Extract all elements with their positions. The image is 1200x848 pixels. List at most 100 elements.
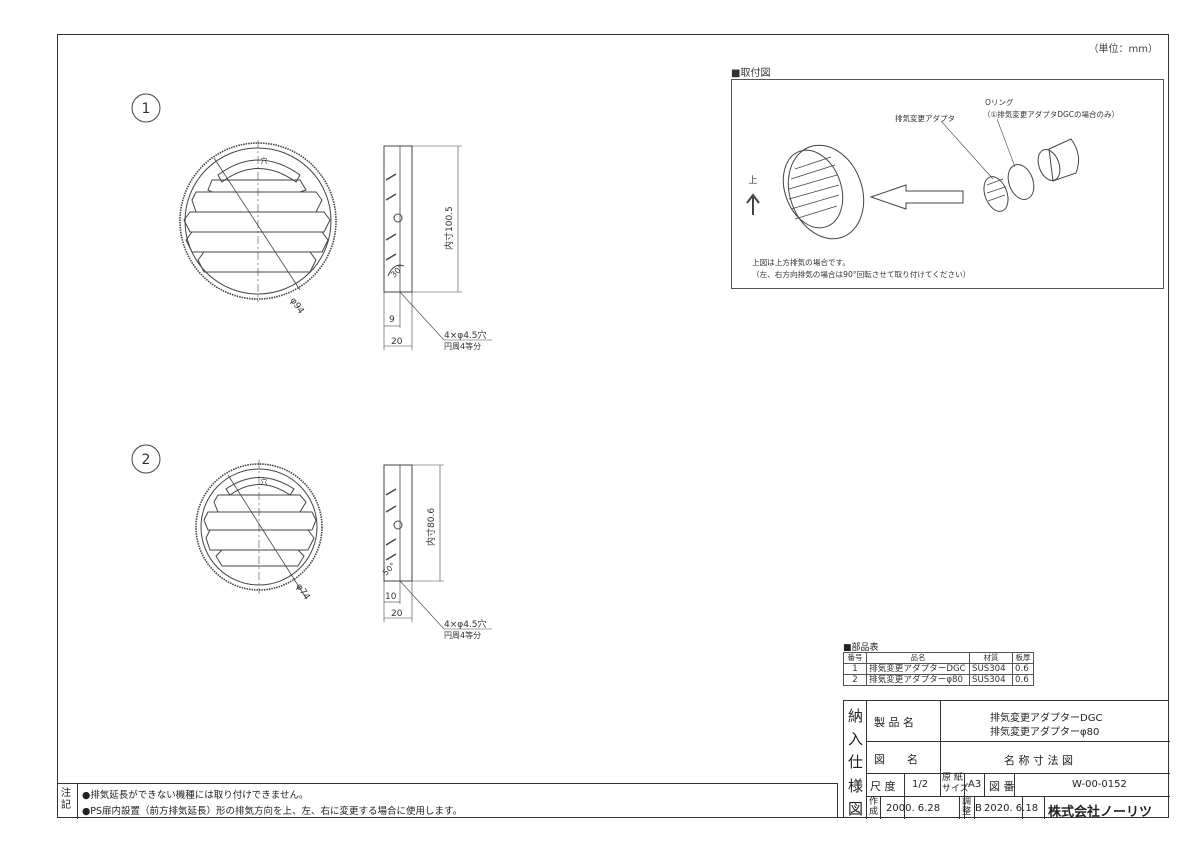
- oring-label: Oリング: [985, 97, 1014, 107]
- notes-area: 注記 ●排気延長ができない機種には取り付けできません。 ●PS扉内設置（前方排気…: [57, 783, 838, 819]
- view-2: [131, 444, 492, 630]
- parts-header: 材質: [969, 652, 1013, 664]
- adapter-label: 排気変更アダプタ: [895, 113, 955, 123]
- insert-arrow: [869, 184, 964, 210]
- view-1-number: 1: [142, 101, 151, 117]
- company-name: 株式会社ノーリツ: [1048, 805, 1153, 820]
- adjust-label: 調: [962, 797, 972, 807]
- view-2-diameter-line: [227, 474, 307, 599]
- mount-note: 上図は上方排気の場合です。 （左、右方向排気の場合は90°回転させて取り付けてく…: [752, 257, 970, 281]
- adjust-date: 2020. 6.18: [984, 803, 1039, 814]
- up-label: 上: [748, 175, 757, 186]
- view-1-outer-circle: [179, 142, 337, 300]
- view-2-side-body: [383, 464, 413, 582]
- made-label: 作: [869, 797, 879, 807]
- made-label-2: 成: [869, 807, 879, 817]
- view-1-louver: [197, 251, 317, 273]
- view-2-holes: 4×φ4.5穴: [444, 618, 487, 630]
- mount-note-2: （左、右方向排気の場合は90°回転させて取り付けてください）: [752, 270, 971, 279]
- view-1-number-circle: [131, 93, 161, 123]
- side-label-2: 入: [848, 730, 864, 748]
- drawing-no-label: 図 番: [989, 780, 1015, 793]
- parts-row: 2 排気変更アダプターφ80 SUS304 0.6: [843, 674, 1034, 686]
- view-2-number-circle: [131, 444, 161, 474]
- view-2-inner-size: 内寸80.6: [425, 508, 437, 546]
- view-2-hole-mark: 穴: [261, 477, 268, 486]
- view-1-diameter: φ94: [288, 296, 306, 316]
- adjust-label-2: 整: [962, 807, 972, 817]
- paper-size: A3: [968, 779, 982, 790]
- view-1-louver: [217, 159, 301, 183]
- note-1: ●排気延長ができない機種には取り付けできません。: [82, 790, 309, 801]
- view-2-louver: [205, 529, 315, 551]
- drawing-label: 図 名: [874, 753, 918, 766]
- technical-views: 1 穴 φ94 内寸100.5 30° 9 20 4×φ4.5穴 円周4等分: [131, 93, 492, 640]
- scale-label: 尺 度: [870, 780, 896, 793]
- view-1-diameter-line: [213, 157, 301, 291]
- side-label-3: 仕: [848, 753, 864, 771]
- mount-note-1: 上図は上方排気の場合です。: [752, 258, 850, 267]
- mount-diagram: 上 排気変更アダプタ Oリング （①排気変更アダプタDGCの場合のみ）: [746, 97, 1119, 240]
- pipe-part: [1048, 138, 1080, 182]
- side-label-5: 図: [848, 800, 864, 818]
- drawing-name: 名 称 寸 法 図: [1004, 754, 1073, 767]
- parts-cell: 1: [843, 663, 867, 675]
- view-1-louver: [183, 211, 331, 233]
- parts-title: ■部品表: [843, 643, 879, 653]
- mount-diagram-box: [731, 79, 1164, 289]
- product-name-2: 排気変更アダプターφ80: [990, 727, 1100, 738]
- view-2-louver: [203, 511, 317, 531]
- paper-label: 原 紙: [942, 773, 963, 783]
- drawing-frame: [57, 34, 1169, 818]
- parts-header: 番号: [843, 652, 867, 664]
- view-1-holes: 4×φ4.5穴: [444, 329, 487, 341]
- view-2-width-2: 20: [391, 609, 403, 619]
- view-1-holes-note: 円周4等分: [444, 341, 481, 351]
- unit-label: （単位：mm）: [1088, 44, 1158, 55]
- oring-part: [1007, 164, 1035, 200]
- view-2-width-1: 10: [385, 592, 397, 602]
- view-2-louver: [213, 494, 307, 513]
- parts-header: 品名: [866, 652, 970, 664]
- hood-body: [787, 144, 865, 240]
- view-1-hole-mark: 穴: [261, 156, 268, 165]
- hood-face: [782, 149, 844, 229]
- view-1-side-body: [383, 145, 413, 293]
- product-label: 製 品 名: [874, 716, 914, 729]
- paper-label-2: サイズ: [942, 784, 969, 794]
- view-1-width-2: 20: [391, 337, 403, 347]
- view-1-width-1: 9: [389, 315, 395, 325]
- parts-cell: 2: [843, 674, 867, 686]
- title-block: 納 入 仕 様 図 製 品 名 排気変更アダプターDGC 排気変更アダプターφ8…: [843, 700, 1170, 820]
- view-1: [131, 93, 492, 350]
- side-label-4: 様: [848, 777, 864, 795]
- parts-header-row: 番号 品名 材質 板厚: [843, 652, 1034, 664]
- note-2: ●PS扉内設置（前方排気延長）形の排気方向を上、左、右に変更する場合に使用します…: [82, 806, 463, 817]
- side-label-1: 納: [848, 707, 864, 725]
- parts-cell: 排気変更アダプターDGC: [866, 663, 970, 675]
- parts-cell: 0.6: [1012, 674, 1034, 686]
- parts-table: 番号 品名 材質 板厚 1 排気変更アダプターDGC SUS304 0.6 2 …: [843, 652, 1034, 686]
- view-1-louver: [185, 231, 329, 253]
- view-2-number: 2: [142, 452, 151, 468]
- drawing-no: W-00-0152: [1072, 779, 1127, 790]
- view-2-louver: [215, 549, 305, 567]
- mount-title: ■取付図: [731, 68, 771, 79]
- view-2-holes-note: 円周4等分: [444, 630, 481, 640]
- parts-cell: SUS304: [969, 674, 1013, 686]
- scale-value: 1/2: [912, 779, 929, 790]
- parts-cell: SUS304: [969, 663, 1013, 675]
- revision: B: [975, 803, 982, 814]
- notes-label: 注記: [61, 788, 71, 811]
- made-date: 2000. 6.28: [886, 803, 941, 814]
- oring-note: （①排気変更アダプタDGCの場合のみ）: [983, 109, 1119, 119]
- parts-cell: 0.6: [1012, 663, 1034, 675]
- parts-cell: 排気変更アダプターφ80: [866, 674, 970, 686]
- view-1-inner-size: 内寸100.5: [443, 206, 455, 250]
- product-name-1: 排気変更アダプターDGC: [990, 713, 1103, 724]
- parts-header: 板厚: [1012, 652, 1034, 664]
- adapter-part: [983, 176, 1009, 212]
- view-2-diameter: φ74: [294, 582, 312, 602]
- parts-row: 1 排気変更アダプターDGC SUS304 0.6: [843, 663, 1034, 675]
- view-1-louver: [191, 191, 323, 213]
